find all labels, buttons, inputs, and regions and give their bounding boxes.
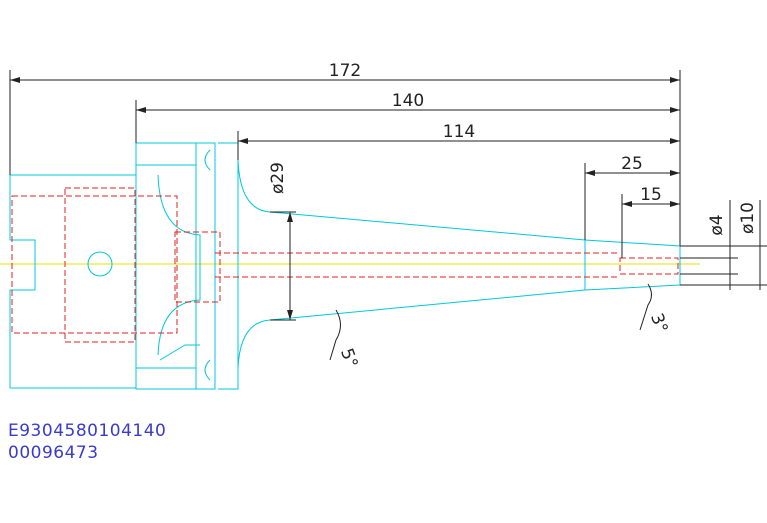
dim-tip-15: 15 <box>640 185 662 205</box>
dim-dia-29: ø29 <box>268 162 288 194</box>
dim-to-taper: 114 <box>443 122 475 142</box>
dim-tip-25: 25 <box>621 154 643 174</box>
dim-to-flange: 140 <box>392 91 424 111</box>
dim-overall-length: 172 <box>329 61 361 81</box>
part-code: E9304580104140 <box>8 421 167 441</box>
order-number: 00096473 <box>8 443 99 463</box>
dimension-lines <box>9 70 767 361</box>
angle-3-label: 3° <box>646 311 671 336</box>
dimension-arrows <box>10 77 680 320</box>
dim-dia-10: ø10 <box>738 202 758 234</box>
hidden-lines <box>11 187 679 343</box>
dim-dia-4: ø4 <box>707 214 727 235</box>
tool-outline <box>9 142 681 390</box>
angle-5-label: 5° <box>336 346 361 371</box>
bore-hole-circle <box>87 251 113 277</box>
